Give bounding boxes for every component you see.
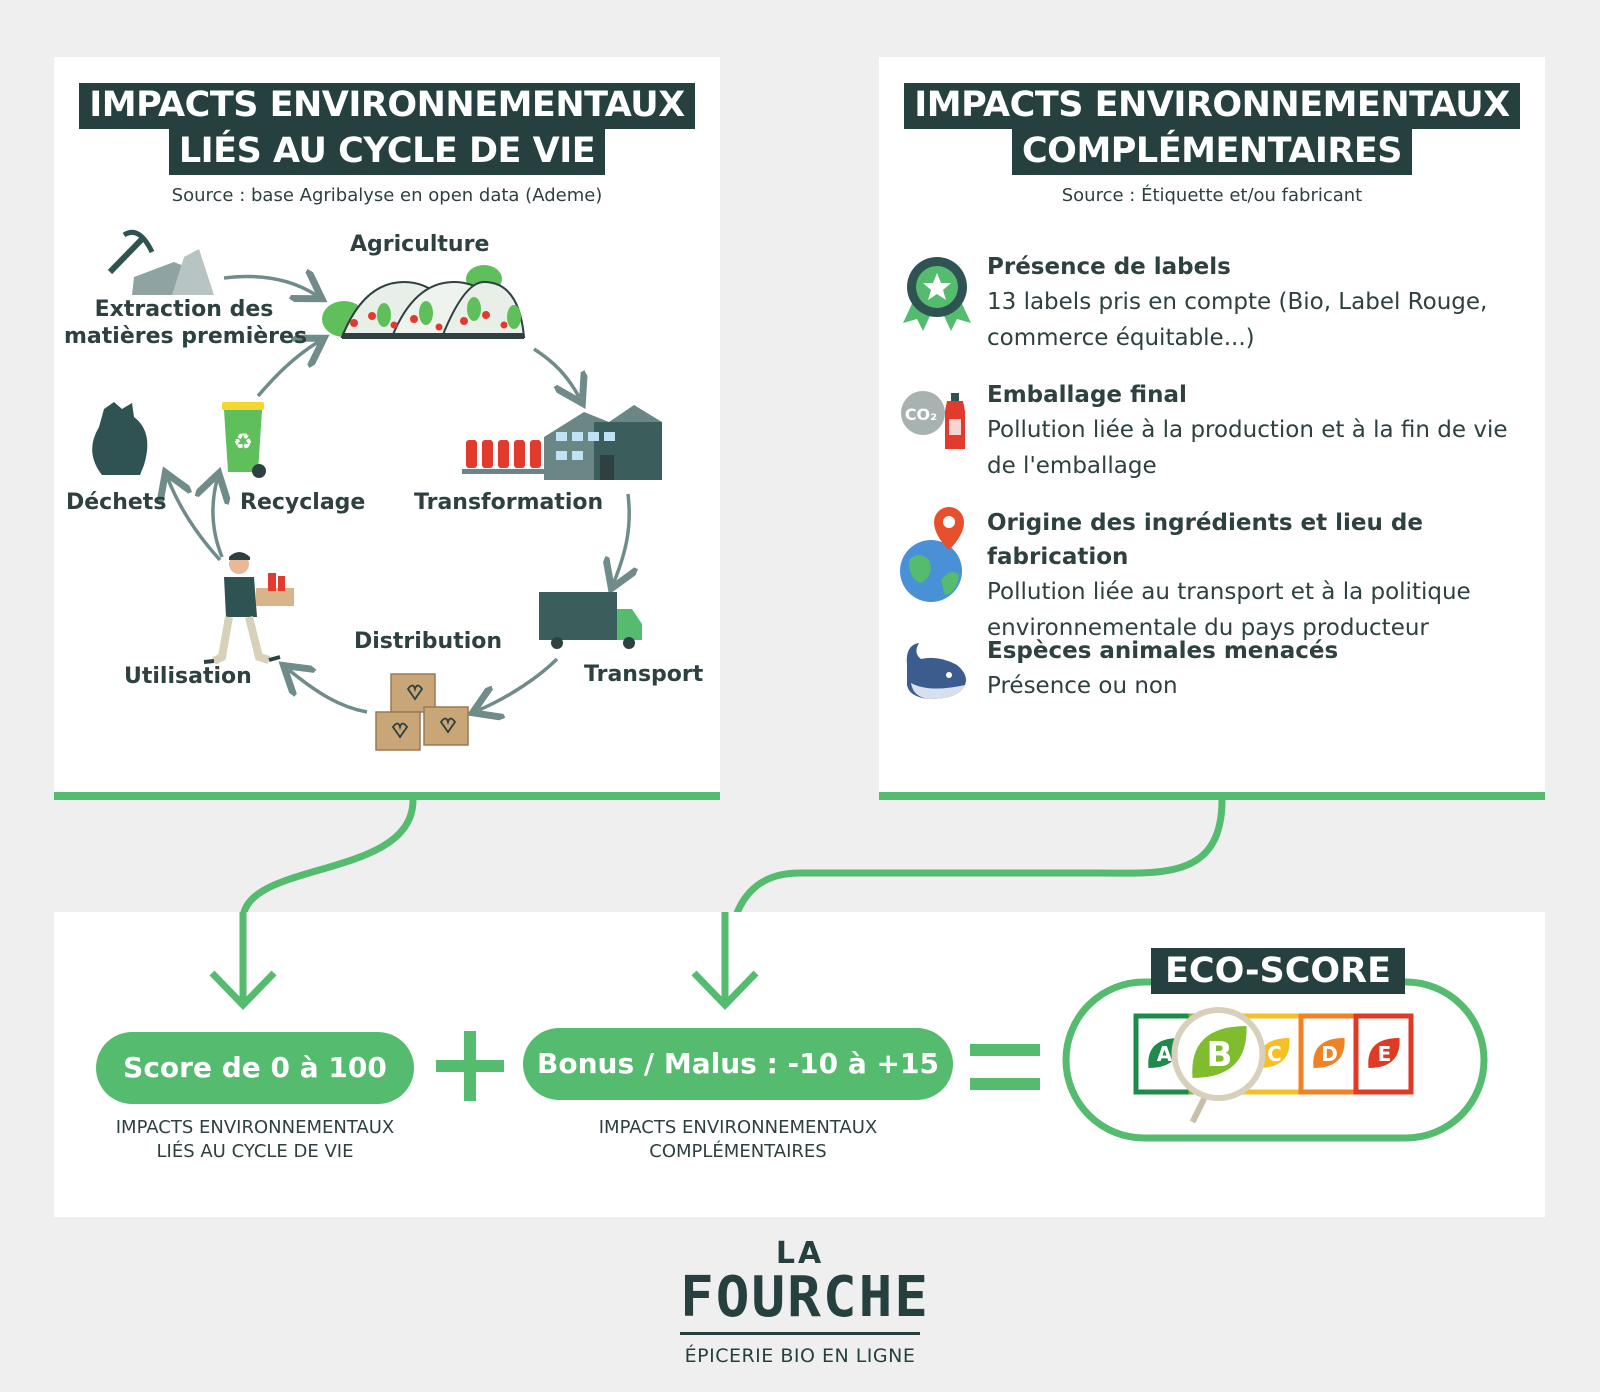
- score-caption-line1: IMPACTS ENVIRONNEMENTAUX: [115, 1117, 395, 1138]
- magnifier-handle: [1189, 1096, 1208, 1124]
- truck-icon: [539, 592, 642, 649]
- logo-name: FOURCHE: [680, 1270, 928, 1335]
- selected-grade-leaf: [1192, 1026, 1247, 1078]
- arrow-extraction-agriculture: [223, 277, 316, 295]
- plus-sign: [436, 1031, 504, 1101]
- stage-distribution: Distribution: [354, 629, 503, 654]
- stage-utilisation: Utilisation: [124, 664, 252, 689]
- logo-tagline: ÉPICERIE BIO EN LIGNE: [684, 1345, 916, 1367]
- grade-leaf-a: [1148, 1038, 1180, 1068]
- award-ribbon-icon: [903, 257, 971, 331]
- globe-pin-icon: [900, 507, 964, 602]
- bonus-pill: Bonus / Malus : -10 à +15: [523, 1028, 953, 1100]
- ecoscore-title: ECO-SCORE: [1151, 948, 1406, 994]
- grade-letter-a: A: [1157, 1042, 1173, 1066]
- bonus-caption-line2: COMPLÉMENTAIRES: [649, 1141, 827, 1162]
- grade-leaf-c: [1258, 1038, 1290, 1068]
- score-pill: Score de 0 à 100: [96, 1032, 414, 1104]
- arrow-transformation-transport: [614, 493, 629, 582]
- boxes-icon: [375, 673, 469, 751]
- stage-dechets: Déchets: [66, 490, 167, 515]
- lifecycle-panel: IMPACTS ENVIRONNEMENTAUX LIÉS AU CYCLE D…: [54, 57, 720, 800]
- score-caption: IMPACTS ENVIRONNEMENTAUX LIÉS AU CYCLE D…: [90, 1116, 420, 1164]
- arrow-transport-distribution: [479, 657, 559, 710]
- item-species-desc: Présence ou non: [987, 673, 1178, 699]
- svg-text:CO₂: CO₂: [905, 405, 937, 424]
- arrow-distribution-utilisation: [289, 670, 368, 714]
- grade-bar: ABCDEB: [1133, 1007, 1414, 1124]
- connector-left: [239, 799, 417, 1000]
- complementary-panel: IMPACTS ENVIRONNEMENTAUX COMPLÉMENTAIRES…: [879, 57, 1545, 800]
- pickaxe-icon: [107, 229, 214, 295]
- selected-grade-letter: B: [1207, 1035, 1233, 1075]
- complementary-source: Source : Étiquette et/ou fabricant: [1061, 185, 1363, 206]
- grade-leaf-e: [1368, 1038, 1400, 1068]
- item-packaging-title: Emballage final: [987, 382, 1187, 408]
- lifecycle-title: IMPACTS ENVIRONNEMENTAUX LIÉS AU CYCLE D…: [54, 83, 720, 175]
- stage-transformation: Transformation: [414, 490, 604, 515]
- greenhouse-icon: [322, 265, 526, 339]
- lifecycle-title-line2: LIÉS AU CYCLE DE VIE: [168, 129, 606, 175]
- co2-packaging-icon: CO₂: [901, 391, 965, 449]
- bonus-caption-line1: IMPACTS ENVIRONNEMENTAUX: [598, 1117, 878, 1138]
- stage-agriculture: Agriculture: [350, 232, 490, 257]
- item-packaging-desc: Pollution liée à la production et à la f…: [987, 417, 1508, 479]
- arrow-agriculture-transformation: [533, 347, 579, 397]
- item-species: Espèces animales menacés Présence ou non: [987, 634, 1537, 704]
- complementary-title: IMPACTS ENVIRONNEMENTAUX COMPLÉMENTAIRES: [879, 83, 1545, 175]
- logo-la: LA: [775, 1236, 825, 1271]
- grade-leaf-d: [1313, 1038, 1345, 1068]
- recycling-bin-icon: ♻: [222, 402, 266, 478]
- stage-recyclage: Recyclage: [240, 490, 366, 515]
- bonus-caption: IMPACTS ENVIRONNEMENTAUX COMPLÉMENTAIRES: [573, 1116, 903, 1164]
- item-species-title: Espèces animales menacés: [987, 638, 1339, 664]
- grade-letter-c: C: [1267, 1042, 1282, 1066]
- stage-extraction-line2: matières premières: [64, 324, 308, 349]
- item-origin: Origine des ingrédients et lieu de fabri…: [987, 506, 1537, 646]
- stage-extraction: Extraction des matières premières: [64, 297, 308, 349]
- svg-text:♻: ♻: [233, 430, 253, 455]
- person-carrying-icon: [203, 552, 294, 665]
- score-caption-line2: LIÉS AU CYCLE DE VIE: [156, 1141, 354, 1162]
- complementary-title-line2: COMPLÉMENTAIRES: [1012, 129, 1412, 175]
- stage-extraction-line1: Extraction des: [94, 297, 274, 322]
- complementary-title-line1: IMPACTS ENVIRONNEMENTAUX: [904, 83, 1520, 129]
- item-labels: Présence de labels 13 labels pris en com…: [987, 250, 1537, 356]
- lifecycle-diagram: ♻: [92, 229, 662, 751]
- arrow-utilisation-dechets: [168, 479, 222, 562]
- grade-letter-d: D: [1321, 1042, 1338, 1066]
- ecoscore-badge: ABCDEB: [1062, 978, 1488, 1142]
- item-origin-desc: Pollution liée au transport et à la poli…: [987, 579, 1471, 641]
- stage-transport: Transport: [584, 662, 704, 687]
- lifecycle-source: Source : base Agribalyse en open data (A…: [171, 185, 603, 206]
- grade-letter-e: E: [1378, 1042, 1392, 1066]
- whale-icon: [906, 643, 966, 699]
- factory-icon: [462, 405, 662, 480]
- item-labels-title: Présence de labels: [987, 254, 1231, 280]
- item-origin-title: Origine des ingrédients et lieu de fabri…: [987, 510, 1423, 570]
- trash-bag-icon: [92, 402, 148, 475]
- arrow-utilisation-recyclage: [213, 480, 222, 558]
- equals-sign: [970, 1044, 1040, 1090]
- la-fourche-logo: LA FOURCHE ÉPICERIE BIO EN LIGNE: [680, 1236, 928, 1367]
- arrow-recyclage-agriculture: [256, 342, 318, 398]
- lifecycle-title-line1: IMPACTS ENVIRONNEMENTAUX: [79, 83, 695, 129]
- item-labels-desc: 13 labels pris en compte (Bio, Label Rou…: [987, 289, 1488, 351]
- item-packaging: Emballage final Pollution liée à la prod…: [987, 378, 1537, 484]
